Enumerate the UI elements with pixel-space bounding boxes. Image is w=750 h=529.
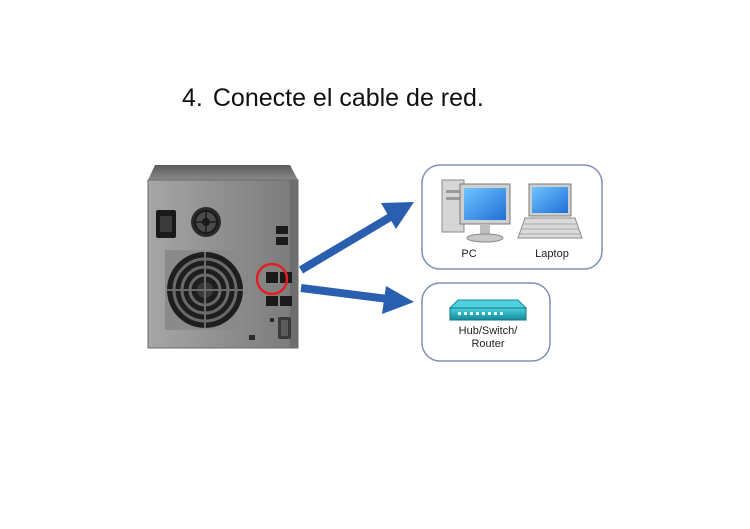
switch-label-line2: Router [471,338,504,350]
desktop-pc-icon [441,179,511,243]
usb-port [276,226,288,234]
arrow-to-computers [298,202,414,274]
switch-label-line1: Hub/Switch/ [459,325,519,337]
small-fan-icon [191,207,221,237]
network-switch-icon [448,299,528,321]
usb-port [276,237,288,245]
pc-label: PC [461,248,476,260]
laptop-icon [517,183,583,239]
highlight-circle [255,262,289,296]
step-number: 4. [182,84,203,112]
step-heading: 4. Conecte el cable de red. [182,84,484,113]
step-text: Conecte el cable de red. [212,84,484,112]
vga-port-icon [278,317,291,339]
power-socket-icon [156,210,176,238]
nas-device [147,165,299,349]
large-fan-icon [165,250,245,330]
laptop-label: Laptop [535,248,569,260]
arrow-to-switch [300,284,414,314]
